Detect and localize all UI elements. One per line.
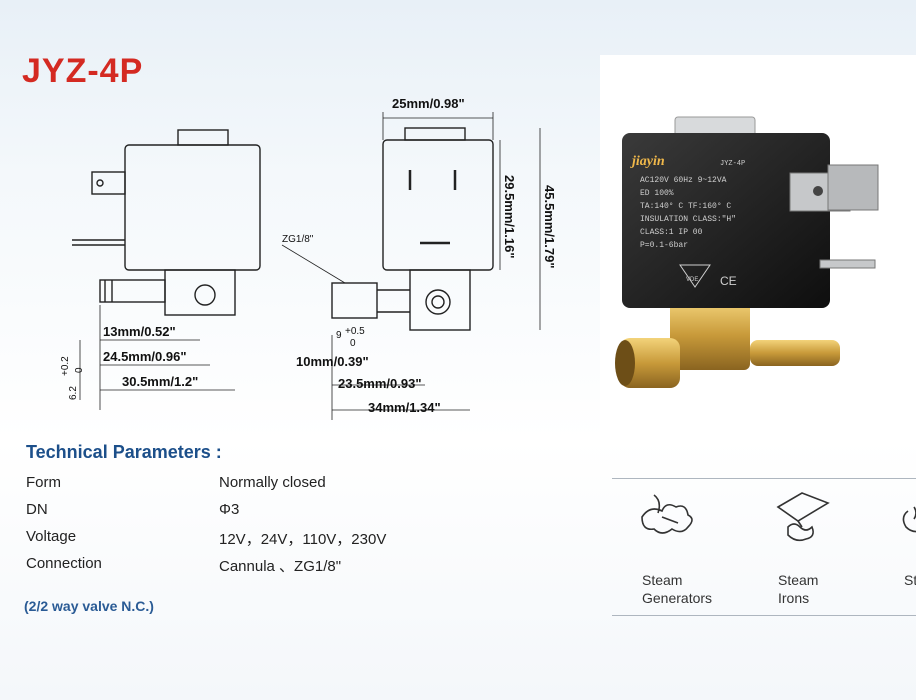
param-row: Connection Cannula 、ZG1/8"	[26, 551, 586, 578]
param-value: Normally closed	[219, 474, 326, 491]
brand-label: jiayin	[630, 154, 665, 169]
dim-23: 23.5mm/0.93"	[338, 376, 422, 391]
dim-tube-tol: +0.2	[60, 356, 71, 376]
technical-parameters-heading: Technical Parameters :	[26, 442, 222, 462]
brass-body	[670, 300, 750, 370]
dim-height-coil: 29.5mm/1.16"	[502, 175, 517, 259]
dim-10: 10mm/0.39"	[296, 354, 369, 369]
vde-mark	[679, 264, 711, 288]
terminal-bottom	[819, 259, 876, 269]
param-value: Φ3	[219, 501, 240, 518]
spec-line: INSULATION CLASS:"H"	[640, 215, 736, 224]
param-label: Connection	[26, 555, 102, 572]
dim-9-tol-low: 0	[350, 338, 356, 349]
steam-iron-icon	[776, 492, 830, 542]
front-threaded-port	[331, 282, 378, 319]
param-row: DN Φ3	[26, 497, 586, 524]
model-label: JYZ-4P	[720, 160, 745, 168]
front-coil	[382, 139, 494, 271]
dim-13: 13mm/0.52"	[103, 324, 176, 339]
spec-line: P=0.1-6bar	[640, 241, 688, 250]
param-label: DN	[26, 501, 48, 518]
coil-housing	[622, 133, 830, 308]
application-label: Ste	[904, 572, 916, 588]
dim-tube: 6.2	[68, 386, 79, 400]
threaded-port	[620, 338, 680, 388]
drawing-svg: 25mm/0.98" 29.5mm/1.16" 45.5mm/1.79" ZG1…	[60, 96, 557, 420]
spec-line: CLASS:1 IP 00	[640, 228, 703, 237]
param-label: Form	[26, 474, 61, 491]
steam-generator-icon	[641, 494, 693, 534]
side-cannula	[99, 279, 166, 303]
applications-strip: Steam Generators Steam Irons Ste	[612, 478, 916, 616]
dim-30: 30.5mm/1.2"	[122, 374, 198, 389]
dim-thread: ZG1/8"	[282, 234, 314, 245]
dim-width-top: 25mm/0.98"	[392, 96, 465, 111]
dim-34: 34mm/1.34"	[368, 400, 441, 415]
param-label: Voltage	[26, 528, 77, 545]
application-steam-generators: Steam Generators	[612, 479, 742, 615]
spec-line: TA:140° C TF:160° C	[640, 202, 731, 211]
application-partial: Ste	[874, 479, 916, 615]
dim-9: 9	[336, 330, 342, 341]
side-terminal-hole	[96, 179, 104, 187]
valve-type-note: (2/2 way valve N.C.)	[24, 598, 154, 614]
product-photo: jiayin JYZ-4P AC120V 60Hz 9~12VA ED 100%…	[600, 55, 916, 440]
technical-drawing: 25mm/0.98" 29.5mm/1.16" 45.5mm/1.79" ZG1…	[0, 90, 600, 435]
solenoid-valve-image: jiayin JYZ-4P AC120V 60Hz 9~12VA ED 100%…	[615, 116, 879, 388]
application-label: Steam Irons	[778, 572, 819, 606]
product-title: JYZ-4P	[22, 52, 144, 90]
dim-9-tol: +0.5	[345, 326, 365, 337]
param-row: Voltage 12V，24V，110V，230V	[26, 524, 586, 551]
svg-text:VDE: VDE	[686, 277, 698, 283]
param-row: Form Normally closed	[26, 470, 586, 497]
cannula-port	[750, 340, 840, 366]
application-steam-irons: Steam Irons	[748, 479, 878, 615]
application-label: Steam Generators	[642, 572, 713, 606]
dim-24: 24.5mm/0.96"	[103, 349, 187, 364]
front-valve-body	[409, 269, 471, 331]
spec-line: ED 100%	[640, 189, 674, 198]
side-valve-body	[164, 269, 236, 316]
side-top-cap	[177, 129, 229, 146]
spec-line: AC120V 60Hz 9~12VA	[640, 176, 727, 185]
param-value: 12V，24V，110V，230V	[219, 531, 387, 548]
front-top-cap	[404, 127, 466, 141]
param-value: Cannula 、ZG1/8"	[219, 558, 342, 575]
dim-tube-tol-low: 0	[74, 367, 85, 373]
steam-icon	[902, 506, 916, 533]
ce-mark: CE	[720, 274, 737, 288]
parameters-table: Form Normally closed DN Φ3 Voltage 12V，2…	[26, 470, 586, 578]
dim-height-total: 45.5mm/1.79"	[542, 185, 557, 269]
side-terminal	[91, 171, 126, 195]
side-coil	[124, 144, 261, 271]
bottom-background	[0, 440, 916, 700]
